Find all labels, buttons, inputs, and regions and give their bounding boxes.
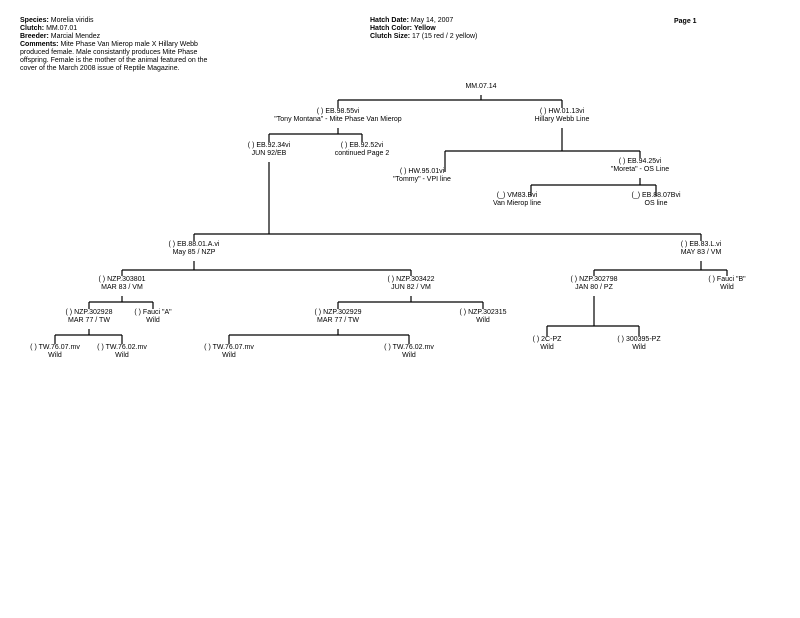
- node-detail-label: "Moreta" - OS Line: [610, 166, 670, 173]
- node-id-label: ( ) NZP.303801: [98, 276, 146, 283]
- node-detail-label: continued Page 2: [334, 150, 390, 157]
- breeder-label: Breeder:: [20, 33, 49, 40]
- node-detail-label: "Tommy" - VPI line: [393, 176, 451, 183]
- species-label: Species:: [20, 17, 49, 24]
- pedigree-node-dam-dam: ( ) EB.94.25vi"Moreta" - OS Line: [611, 158, 669, 174]
- node-detail-label: JAN 80 / PZ: [575, 284, 613, 291]
- breeder-line: Breeder: Marcial Mendez: [20, 33, 100, 41]
- node-id-label: ( ) EB.94.25vi: [618, 158, 662, 165]
- node-id-label: ( ) Fauci "A": [134, 309, 172, 316]
- node-id-label: ( ) TW.76.02.mv: [384, 344, 434, 351]
- node-id-label: ( ) NZP.303422: [387, 276, 435, 283]
- node-detail-label: Wild: [146, 317, 160, 324]
- clutch-size-value: 17 (15 red / 2 yellow): [412, 33, 478, 40]
- node-id-label: ( ) EB.88.01.A.vi: [168, 241, 220, 248]
- page-number: Page 1: [674, 18, 697, 25]
- clutch-line: Clutch: MM.07.01: [20, 25, 77, 33]
- hatch-date-line: Hatch Date: May 14, 2007: [370, 17, 453, 25]
- pedigree-node-faucia: ( ) Fauci "A"Wild: [134, 309, 171, 325]
- node-detail-label: Wild: [632, 344, 646, 351]
- node-detail-label: Wild: [115, 352, 129, 359]
- node-detail-label: MAR 83 / VM: [101, 284, 143, 291]
- node-id-label: ( ) TW.76.07.mv: [204, 344, 254, 351]
- node-id-label: ( ) Fauci "B": [708, 276, 746, 283]
- node-detail-label: Wild: [48, 352, 62, 359]
- comments-text: Mite Phase Van Mierop male X Hillary Web…: [20, 41, 208, 72]
- clutch-size-line: Clutch Size: 17 (15 red / 2 yellow): [370, 33, 477, 41]
- hatch-color-line: Hatch Color: Yellow: [370, 25, 436, 33]
- node-id-label: MM.07.14: [465, 83, 497, 90]
- pedigree-node-dam-sire: ( ) HW.95.01vi"Tommy" - VPI line: [393, 168, 451, 184]
- pedigree-node-root: MM.07.14: [465, 83, 496, 91]
- node-id-label: ( ) NZP.302929: [314, 309, 362, 316]
- node-detail-label: MAY 83 / VM: [680, 249, 722, 256]
- node-detail-label: Wild: [476, 317, 490, 324]
- comments-block: Comments: Mite Phase Van Mierop male X H…: [20, 41, 220, 73]
- node-id-label: ( ) HW.95.01vi: [399, 168, 445, 175]
- pedigree-node-faucib: ( ) Fauci "B"Wild: [708, 276, 745, 292]
- pedigree-node-sire: ( ) EB.98.55vi"Tony Montana" - Mite Phas…: [274, 108, 401, 124]
- node-id-label: ( ) TW.76.07.mv: [30, 344, 80, 351]
- node-detail-label: "Tony Montana" - Mite Phase Van Mierop: [274, 116, 402, 123]
- node-id-label: (_) EB.88.07Bvi: [631, 192, 681, 199]
- node-detail-label: Wild: [402, 352, 416, 359]
- clutch-size-label: Clutch Size:: [370, 33, 411, 40]
- node-detail-label: Hillary Webb Line: [534, 116, 590, 123]
- node-detail-label: Wild: [720, 284, 734, 291]
- clutch-label: Clutch:: [20, 25, 45, 32]
- hatch-color-label: Hatch Color:: [370, 25, 412, 32]
- clutch-value: MM.07.01: [46, 25, 78, 32]
- node-id-label: (_) VM83.Bvi: [496, 192, 538, 199]
- node-detail-label: MAR 77 / TW: [68, 317, 110, 324]
- node-detail-label: OS line: [644, 200, 668, 207]
- hatch-date-label: Hatch Date:: [370, 17, 409, 24]
- node-detail-label: MAR 77 / TW: [317, 317, 359, 324]
- node-detail-label: May 85 / NZP: [172, 249, 216, 256]
- node-id-label: ( ) HW.01.13vi: [539, 108, 585, 115]
- node-id-label: ( ) EB.92.52vi: [340, 142, 384, 149]
- node-id-label: ( ) EB.98.55vi: [316, 108, 360, 115]
- hatch-color-value: Yellow: [413, 25, 436, 32]
- node-id-label: ( ) EB.92.34vi: [247, 142, 291, 149]
- node-detail-label: Wild: [222, 352, 236, 359]
- node-detail-label: Van Mierop line: [492, 200, 542, 207]
- species-line: Species: Morelia viridis: [20, 17, 94, 25]
- node-id-label: ( ) 2C-PZ: [532, 336, 562, 343]
- species-value: Morelia viridis: [50, 17, 94, 24]
- node-id-label: ( ) NZP.302315: [459, 309, 507, 316]
- hatch-date-value: May 14, 2007: [410, 17, 454, 24]
- breeder-value: Marcial Mendez: [50, 33, 101, 40]
- node-id-label: ( ) TW.76.02.mv: [97, 344, 147, 351]
- node-id-label: ( ) NZP.302798: [570, 276, 618, 283]
- comments-label: Comments:: [20, 41, 59, 48]
- node-id-label: ( ) 300395-PZ: [617, 336, 661, 343]
- node-id-label: ( ) EB.83.L.vi: [680, 241, 722, 248]
- node-detail-label: JUN 82 / VM: [391, 284, 431, 291]
- node-detail-label: Wild: [540, 344, 554, 351]
- node-id-label: ( ) NZP.302928: [65, 309, 113, 316]
- node-detail-label: JUN 92/EB: [251, 150, 287, 157]
